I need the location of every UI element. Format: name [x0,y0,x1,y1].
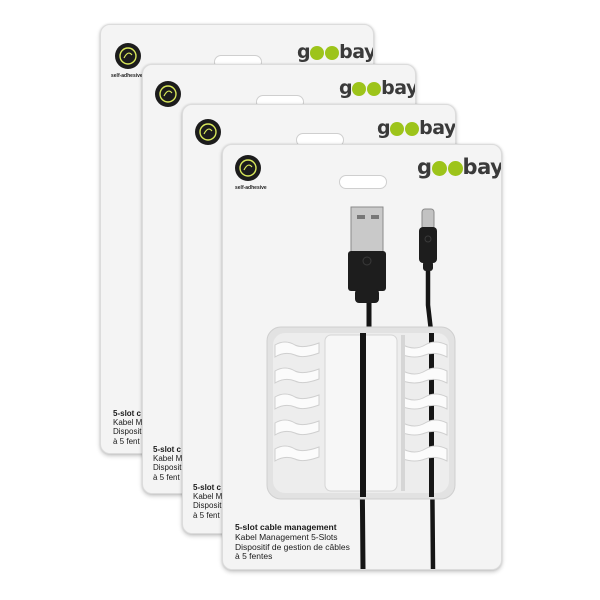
product-description: 5-slot c Kabel M Disposit à 5 fent [153,445,182,482]
description-line-2: Kabel Management 5-Slots [235,531,338,542]
description-line-2: Kabel M [113,418,143,428]
hang-hole [339,175,387,189]
description-line-4: à 5 fentes [235,551,273,562]
description-line-2: Kabel M [153,454,183,464]
description-line-4: à 5 fent [153,472,180,482]
product-description: 5-slot cable management Kabel Management… [235,522,350,562]
product-description: 5-slot c Kabel M Disposit à 5 fent [193,483,222,520]
description-line-4: à 5 fent [193,510,220,520]
product-description: 5-slot c Kabel M Disposit à 5 fent [113,409,142,446]
description-line-3: Disposit [153,463,182,473]
cable-organizer-product [266,206,456,569]
description-line-3: Dispositif de gestion de câbles [235,541,350,552]
description-line-1: 5-slot cable management [235,522,337,532]
self-adhesive-icon [155,81,181,107]
description-line-1: 5-slot c [193,483,222,492]
description-line-1: 5-slot c [153,445,182,454]
description-line-4: à 5 fent [113,436,140,446]
description-line-1: 5-slot c [113,409,142,418]
self-adhesive-icon [115,43,141,69]
self-adhesive-icon [195,119,221,145]
description-line-2: Kabel M [193,492,223,502]
description-line-3: Disposit [193,501,222,511]
self-adhesive-icon [235,155,261,181]
badge-label: self-adhesive [111,73,143,79]
description-line-3: Disposit [113,427,142,437]
badge-label: self-adhesive [235,185,267,191]
